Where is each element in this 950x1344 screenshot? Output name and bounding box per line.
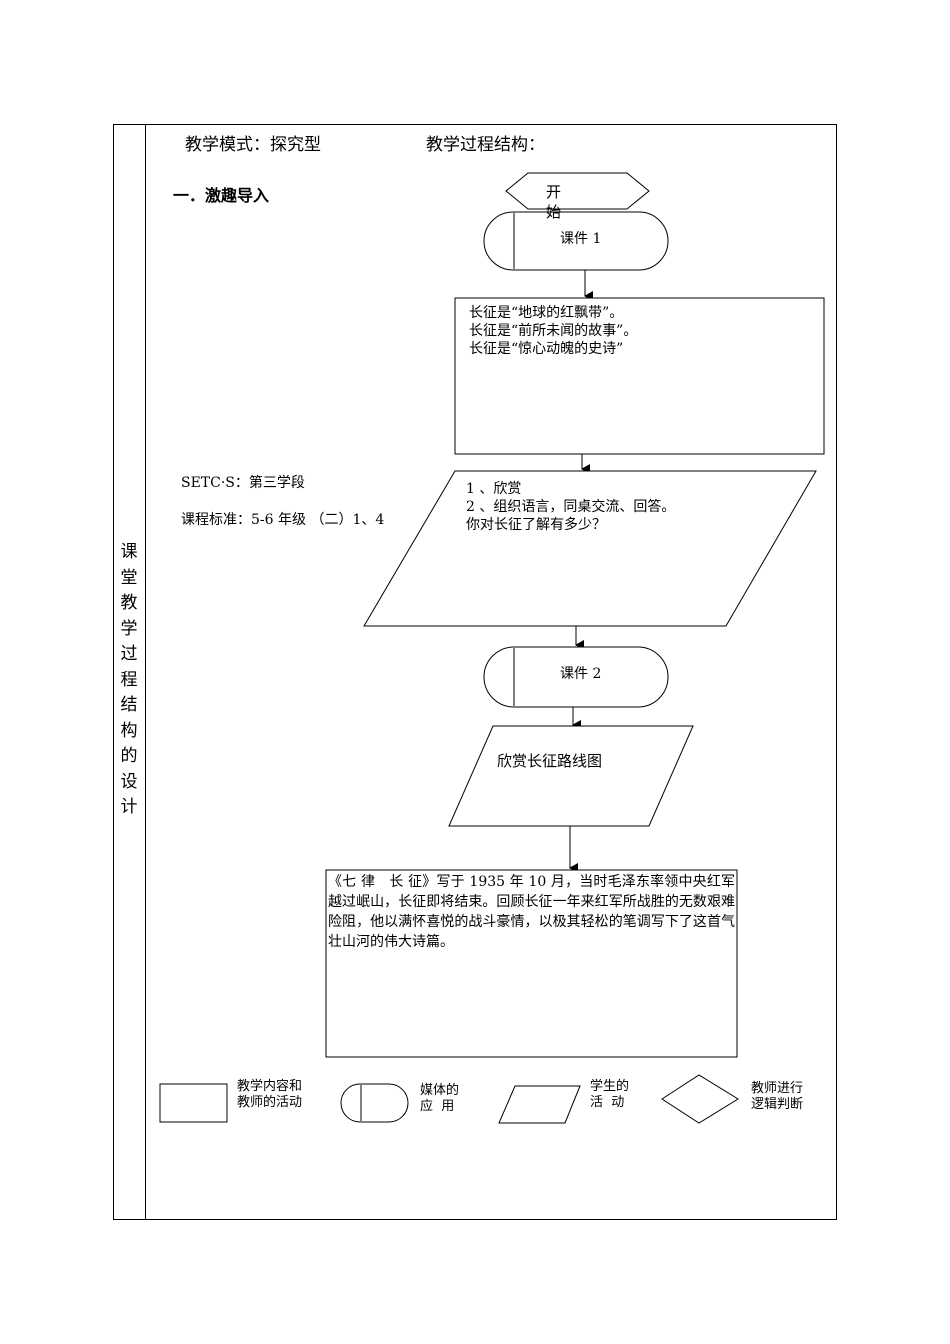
legend-media-label: 媒体的 应 用: [420, 1083, 460, 1114]
page-frame: [113, 124, 837, 1220]
content-box-1: [454, 297, 825, 455]
start-label: 开 始: [546, 183, 562, 221]
media2-shape: [483, 646, 669, 708]
media1-label: 课件 1: [560, 231, 602, 247]
legend-diamond-label: 教师进行 逻辑判断: [751, 1081, 804, 1112]
legend-rect-label: 教学内容和 教师的活动: [237, 1079, 303, 1110]
curriculum-standard-note: 课程标准：5-6 年级 （二）1、4: [181, 512, 385, 528]
sidebar-label: 课 堂 教 学 过 程 结 构 的 设 计: [120, 542, 138, 817]
content-box-1-text: 长征是“地球的红飘带”。 长征是“前所未闻的故事”。 长征是“惊心动魄的史诗”: [469, 305, 638, 357]
content-box-2: [325, 869, 738, 1058]
setcs-note: SETC·S：第三学段: [181, 475, 305, 491]
legend-media: [340, 1083, 409, 1123]
legend-rect: [159, 1083, 228, 1123]
media2-label: 课件 2: [560, 666, 602, 682]
teaching-mode: 教学模式：探究型: [185, 135, 321, 155]
legend-diamond: [661, 1074, 739, 1124]
student-activity-2-text: 欣赏长征路线图: [497, 752, 603, 770]
column-divider: [145, 124, 146, 1220]
student-activity-1: [363, 470, 817, 627]
poem-description: 《七 律 长 征》写于 1935 年 10 月，当时毛泽东率领中央红军越过岷山，…: [328, 874, 735, 950]
start-terminator: [505, 172, 650, 210]
process-structure-title: 教学过程结构：: [426, 135, 545, 155]
section-title: 一．激趣导入: [173, 186, 270, 205]
student-activity-1-text: 1 、欣赏 2 、组织语言，同桌交流、回答。 你对长征了解有多少？: [466, 481, 676, 533]
legend-parallelogram-label: 学生的 活 动: [590, 1079, 630, 1110]
student-activity-2: [448, 725, 694, 827]
legend-parallelogram: [498, 1085, 581, 1124]
media1-shape: [483, 211, 669, 271]
